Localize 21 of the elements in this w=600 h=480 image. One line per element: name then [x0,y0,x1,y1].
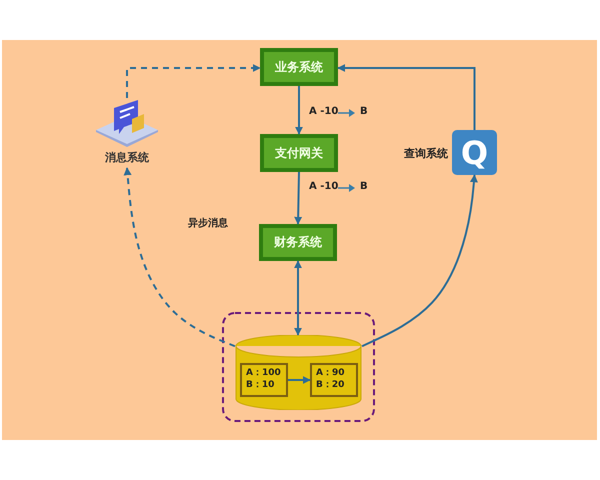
process-box: 业务系统 [260,48,338,86]
data-box: A：90 B：20 [310,363,358,397]
node-label: 消息系统 [104,150,150,165]
arrow [295,86,303,135]
annotation-label: 异步消息 [188,216,228,230]
annotation-label: A -10 [309,106,338,117]
dashed-arrow [124,167,236,348]
process-box: 支付网关 [260,134,338,172]
dashed-arrow [126,64,261,98]
arrow [294,260,302,336]
annotation-label: B [360,106,368,117]
arrow [294,172,302,225]
arrow [362,174,478,348]
process-box: 财务系统 [259,224,337,261]
node-caption: 查询系统 [404,146,448,161]
annotation-label: B [360,181,368,192]
arrow [288,376,311,384]
annotation-label: A -10 [309,181,338,192]
data-box: A：100 B：10 [240,363,288,397]
query-box: Q [452,130,497,175]
arrow [337,64,476,130]
